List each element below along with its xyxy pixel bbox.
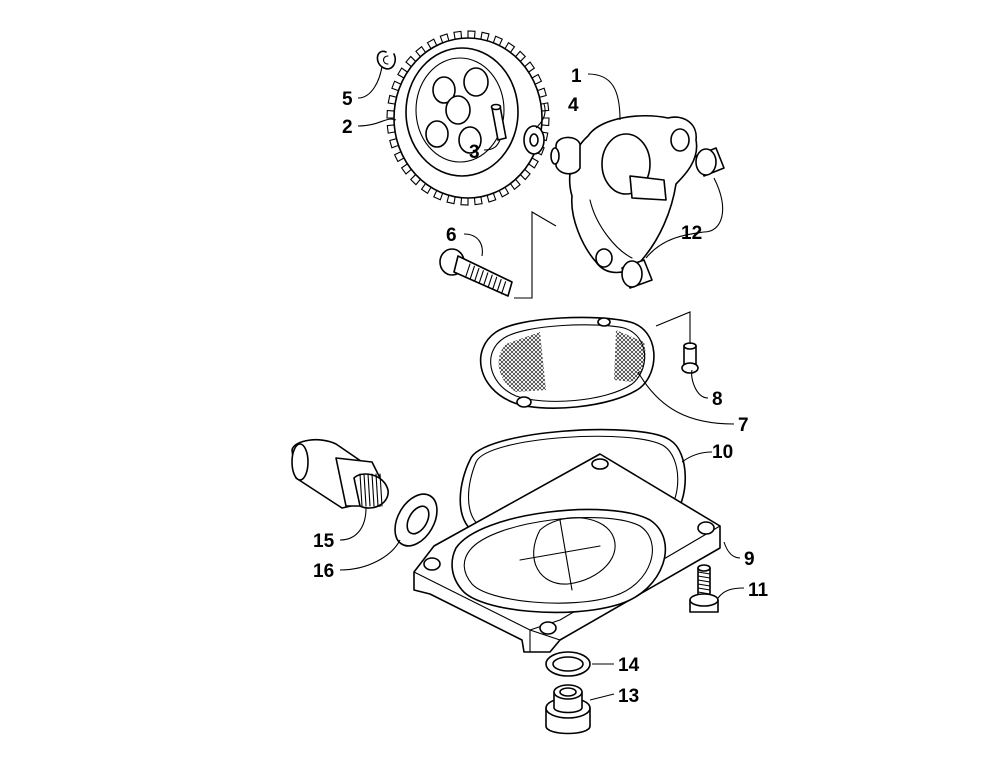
callout-15: 15 [313, 531, 335, 552]
callout-14: 14 [618, 655, 640, 676]
callout-8: 8 [712, 389, 723, 410]
callout-16: 16 [313, 561, 334, 582]
callout-5: 5 [342, 89, 353, 110]
sealing-ring-part [394, 493, 438, 547]
gear-part [386, 30, 550, 206]
callout-1: 1 [571, 66, 582, 87]
callout-4: 4 [568, 95, 579, 116]
callout-12: 12 [681, 223, 702, 244]
screw-part [681, 342, 699, 374]
callout-13: 13 [618, 686, 639, 707]
flange-bolt-part [689, 564, 719, 613]
drain-washer-part [545, 651, 591, 677]
drain-plug-part [545, 684, 591, 735]
dowel-sleeves-part [621, 147, 725, 289]
bolt-part [439, 248, 513, 297]
leader-lines [339, 65, 745, 701]
callout-2: 2 [342, 117, 353, 138]
callout-9: 9 [744, 549, 755, 570]
callout-3: 3 [469, 142, 480, 163]
callout-7: 7 [738, 415, 749, 436]
pin-part [490, 103, 507, 141]
callout-10: 10 [712, 442, 733, 463]
callout-6: 6 [446, 225, 457, 246]
callout-labels: 1 2 3 4 5 6 7 8 9 10 11 12 13 14 15 16 [313, 66, 769, 707]
oil-pan-part [413, 453, 721, 653]
circlip-part [376, 50, 397, 70]
strainer-part [479, 316, 655, 409]
callout-11: 11 [748, 580, 769, 601]
washer-part [523, 125, 545, 155]
fitting-part [291, 438, 389, 509]
oil-pump-part [550, 115, 698, 274]
